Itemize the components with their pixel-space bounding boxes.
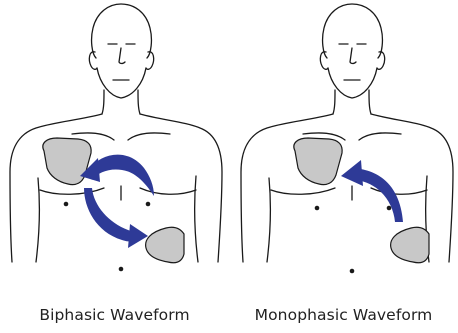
navel <box>119 267 124 272</box>
monophasic-torso-diagram <box>229 0 458 300</box>
current-arrowhead-return <box>128 224 148 248</box>
left-nipple <box>315 206 320 211</box>
left-torso-side <box>267 178 270 262</box>
nose <box>119 48 125 64</box>
monophasic-figure: Monophasic Waveform <box>229 0 458 333</box>
biphasic-current-arrows <box>80 155 154 248</box>
biphasic-caption: Biphasic Waveform <box>0 306 229 324</box>
upper-pad <box>294 138 342 185</box>
current-arrowhead <box>341 160 363 186</box>
neck-right <box>138 90 140 114</box>
neck-right <box>369 90 371 114</box>
navel <box>350 269 355 274</box>
neck-left <box>102 90 104 114</box>
right-nipple <box>387 206 392 211</box>
lower-pad <box>146 227 184 262</box>
monophasic-caption: Monophasic Waveform <box>229 306 458 324</box>
monophasic-current-arrow <box>341 160 403 222</box>
nose <box>350 48 356 64</box>
biphasic-torso-diagram <box>0 0 229 300</box>
right-nipple <box>146 202 151 207</box>
current-arrow-return <box>84 188 136 242</box>
right-collarbone <box>359 133 401 140</box>
lower-pad <box>391 227 429 262</box>
head-outline <box>92 4 152 58</box>
left-pectoral <box>40 188 104 194</box>
head-outline <box>323 4 383 58</box>
left-nipple <box>64 202 69 207</box>
right-torso-side <box>195 176 198 262</box>
upper-pad <box>43 138 91 185</box>
left-torso-side <box>36 178 39 262</box>
neck-left <box>333 90 335 114</box>
left-shoulder-arm <box>241 114 333 262</box>
biphasic-figure: Biphasic Waveform <box>0 0 229 333</box>
right-pectoral <box>140 188 196 194</box>
left-pectoral <box>271 188 335 194</box>
right-collarbone <box>128 133 170 140</box>
